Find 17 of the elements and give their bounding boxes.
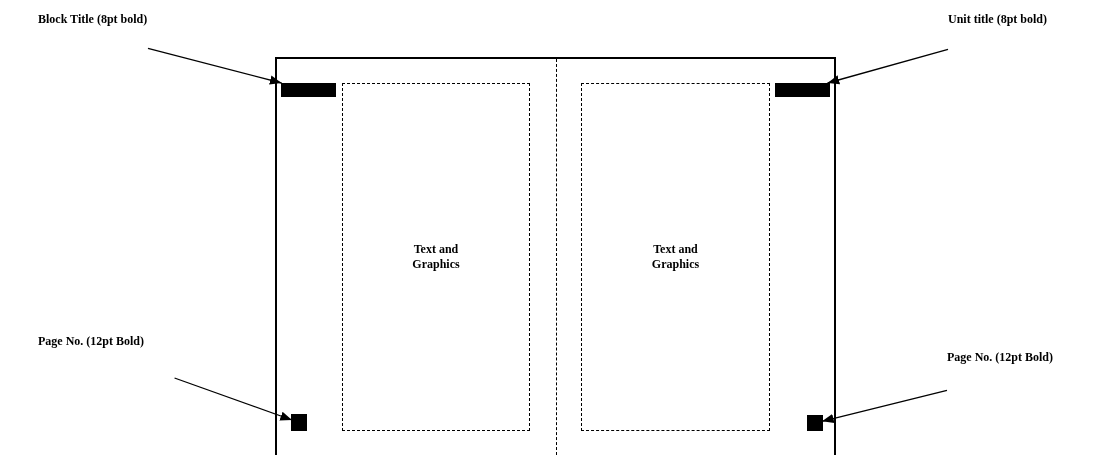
area-label: Text and Graphics [650,242,701,272]
callout-text: Block Title (8pt bold) [38,12,148,27]
callout-text: Page No. (12pt Bold) [38,334,145,349]
content-area [581,83,770,431]
page-number-box [292,415,306,430]
leader-arrow [826,48,949,85]
area-label: Text and Graphics [411,242,461,272]
callout-text: Unit title (8pt bold) [948,12,1048,27]
title-bar [775,83,830,97]
callout-text: Page No. (12pt Bold) [947,350,1054,365]
title-bar [281,83,336,97]
page-number-box [808,416,822,430]
content-area [342,83,530,431]
leader-arrow [173,377,293,421]
leader-arrow [147,47,283,85]
leader-arrow [821,389,948,423]
page-spread [275,57,836,455]
